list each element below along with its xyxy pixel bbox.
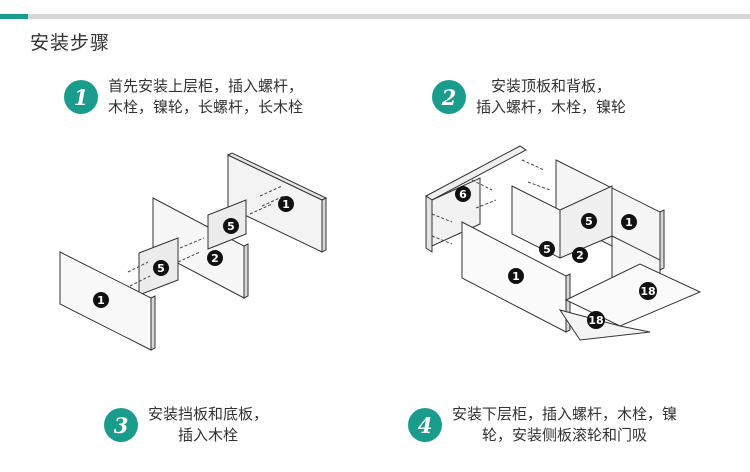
part-label: 1 [625,216,633,229]
left-assembly-diagram [59,152,328,351]
step-2: 2 安装顶板和背板， 插入螺杆，木栓，镍轮 [432,76,626,118]
part-label: 1 [97,294,105,307]
step-line: 木栓，镍轮，长螺杆，长木栓 [108,98,304,116]
part-label: 18 [640,285,655,298]
part-label: 5 [157,262,165,275]
left-part-markers: 1 5 2 5 1 [93,196,294,308]
part-label: 2 [576,249,584,262]
step-line: 安装挡板和底板， [148,405,269,423]
step-line: 插入木栓 [178,426,239,444]
step-1: 1 首先安装上层柜，插入螺杆， 木栓，镍轮，长螺杆，长木栓 [64,76,303,118]
step-line: 轮，安装侧板滚轮和门吸 [482,426,648,444]
step-number-badge: 1 [64,80,98,114]
right-assembly-diagram [425,145,702,341]
header-bar [0,14,750,19]
step-4: 4 安装下层柜，插入螺杆，木栓，镍 轮，安装侧板滚轮和门吸 [408,404,677,446]
step-line: 插入螺杆，木栓，镍轮 [476,98,627,116]
part-label: 6 [459,188,467,201]
part-label: 5 [543,243,551,256]
step-number-badge: 2 [432,80,466,114]
step-instructions: 首先安装上层柜，插入螺杆， 木栓，镍轮，长螺杆，长木栓 [108,76,303,118]
step-line: 安装下层柜，插入螺杆，木栓，镍 [452,405,678,423]
step-instructions: 安装挡板和底板， 插入木栓 [148,404,268,446]
step-instructions: 安装下层柜，插入螺杆，木栓，镍 轮，安装侧板滚轮和门吸 [452,404,677,446]
step-line: 首先安装上层柜，插入螺杆， [108,77,304,95]
right-part-markers: 6 5 1 5 2 1 18 18 [455,186,657,329]
part-label: 1 [512,270,520,283]
part-label: 5 [585,215,593,228]
step-instructions: 安装顶板和背板， 插入螺杆，木栓，镍轮 [476,76,626,118]
part-label: 18 [588,314,603,327]
step-line: 安装顶板和背板， [491,77,612,95]
step-number-badge: 3 [104,408,138,442]
step-3: 3 安装挡板和底板， 插入木栓 [104,404,268,446]
step-number-badge: 4 [408,408,442,442]
header-accent [0,14,28,19]
part-label: 1 [282,198,290,211]
part-label: 5 [227,220,235,233]
page-title: 安装步骤 [30,32,111,54]
part-label: 2 [211,252,219,265]
